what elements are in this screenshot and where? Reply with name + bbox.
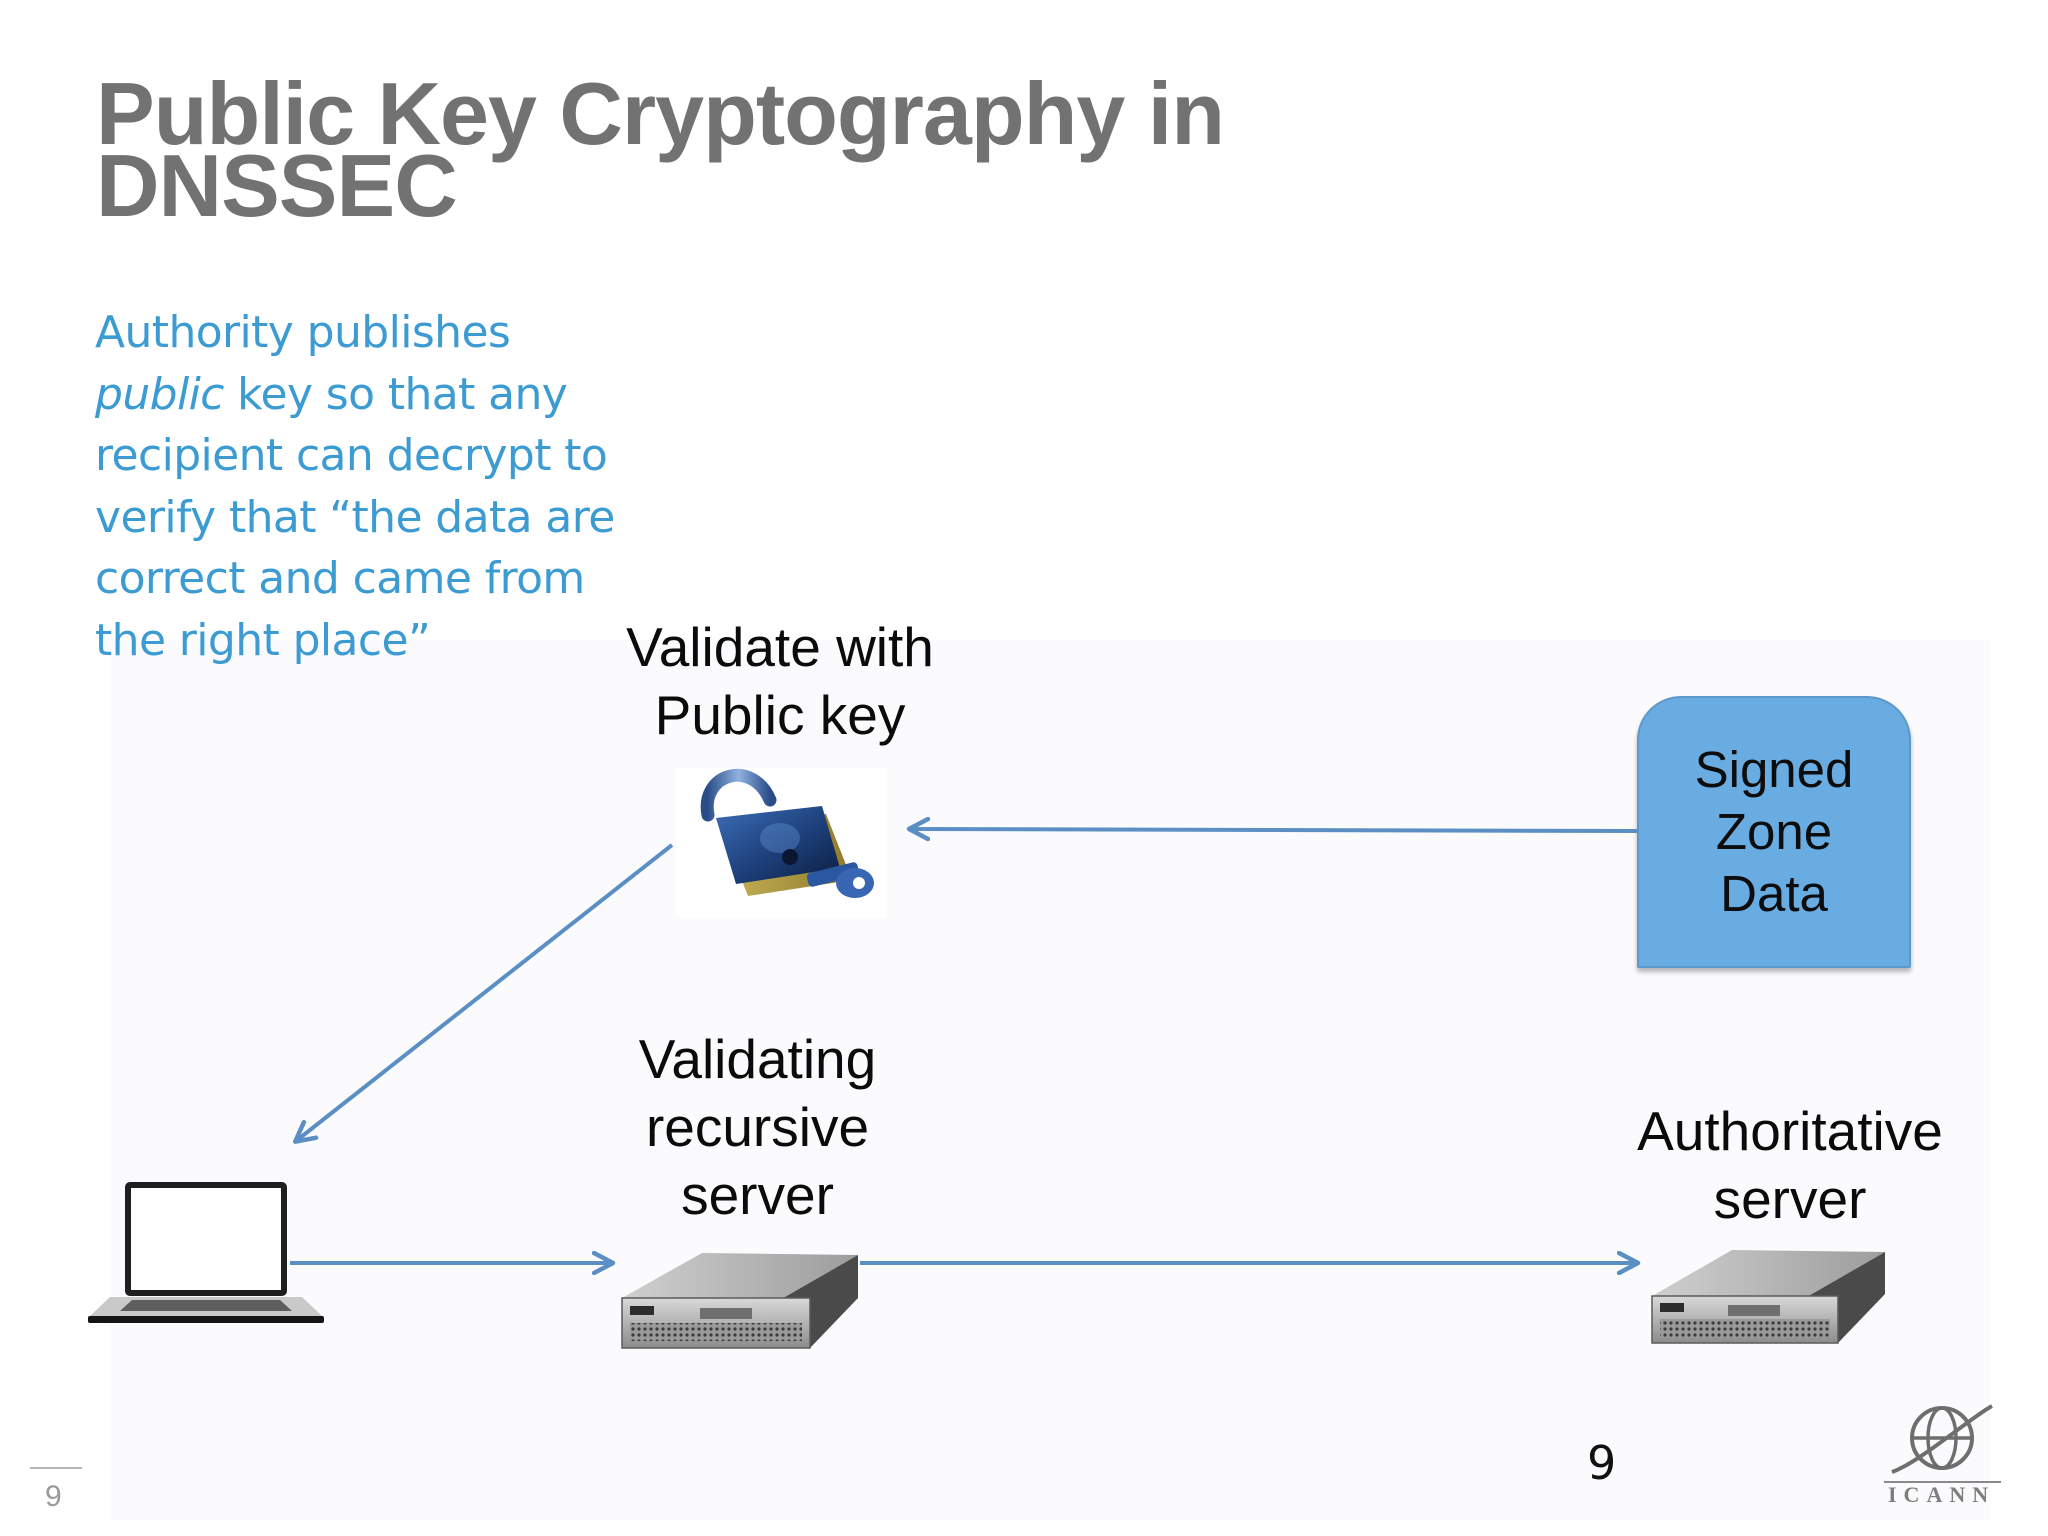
authoritative-server-label: Authoritative server xyxy=(1612,1097,1968,1233)
label-line: Validating xyxy=(638,1028,877,1090)
body-line: correct and came from xyxy=(95,553,585,604)
zone-box-line: Data xyxy=(1720,865,1828,922)
zone-box-line: Zone xyxy=(1715,803,1833,860)
page-title: Public Key Cryptography in DNSSEC xyxy=(96,64,1225,235)
label-line: Public key xyxy=(654,684,906,746)
body-line: Authority publishes xyxy=(95,307,511,358)
title-line: Public Key Cryptography in xyxy=(96,64,1225,163)
page-rule xyxy=(30,1467,82,1469)
label-line: server xyxy=(1713,1168,1867,1230)
body-line: verify that “the data are xyxy=(95,491,615,543)
arrow-zone-to-validate xyxy=(910,829,1638,831)
icann-logo-text: ICANN xyxy=(1888,1482,1996,1507)
label-line: Authoritative xyxy=(1637,1100,1943,1162)
zone-box-line: Signed xyxy=(1694,741,1854,798)
body-emphasis: public xyxy=(95,368,224,420)
laptop-icon xyxy=(88,1182,324,1323)
body-line: the right place” xyxy=(95,614,431,666)
signed-zone-data-box: Signed Zone Data xyxy=(1637,696,1911,968)
server-icon xyxy=(1651,1250,1885,1344)
body-paragraph: Authority publishes public key so that a… xyxy=(95,302,615,671)
page-number-center: 9 xyxy=(1587,1436,1617,1490)
icann-globe-logo-icon xyxy=(1884,1404,2001,1483)
arrow-validate-to-laptop xyxy=(296,843,674,1141)
padlock-key-icon xyxy=(676,768,886,918)
server-icon xyxy=(621,1253,858,1349)
label-line: Validate with xyxy=(626,616,934,678)
validate-label: Validate with Public key xyxy=(600,613,960,749)
label-line: server xyxy=(681,1164,834,1226)
title-line: DNSSEC xyxy=(96,136,458,235)
body-line: recipient can decrypt to xyxy=(95,430,608,481)
validating-server-label: Validating recursive server xyxy=(600,1025,915,1229)
body-line: key so that any xyxy=(223,368,568,420)
label-line: recursive xyxy=(645,1096,870,1158)
page-number: 9 xyxy=(45,1480,62,1513)
